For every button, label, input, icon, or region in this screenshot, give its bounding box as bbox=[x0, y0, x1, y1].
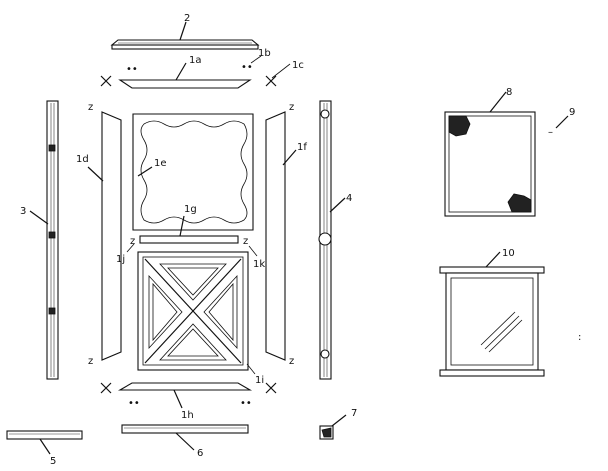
label-9: 9 bbox=[569, 107, 575, 118]
label-1j: 1j bbox=[116, 254, 125, 265]
svg-text:z: z bbox=[88, 356, 93, 367]
svg-text:z: z bbox=[130, 236, 135, 247]
label-3: 3 bbox=[20, 206, 26, 217]
svg-text::: : bbox=[578, 332, 581, 343]
part-9-marker: – bbox=[548, 115, 569, 138]
label-1f: 1f bbox=[297, 142, 307, 153]
label-7: 7 bbox=[351, 408, 357, 419]
label-1c: 1c bbox=[292, 60, 304, 71]
fastener-marks-top: •• •• bbox=[100, 55, 291, 87]
part-8-screen-insert bbox=[444, 91, 536, 217]
svg-text:–: – bbox=[548, 127, 553, 138]
part-1e-scalloped-frame bbox=[132, 113, 254, 231]
label-5: 5 bbox=[50, 456, 56, 467]
part-1f-right-stile: z z bbox=[265, 102, 297, 367]
part-5-left-sill bbox=[6, 430, 83, 455]
svg-text:z: z bbox=[289, 356, 294, 367]
label-8: 8 bbox=[506, 87, 512, 98]
label-1e: 1e bbox=[154, 158, 167, 169]
part-7-small-block bbox=[319, 414, 347, 440]
part-1g-middle-rail: z z bbox=[126, 215, 258, 257]
svg-text:z: z bbox=[88, 102, 93, 113]
part-2-top-cap bbox=[110, 21, 260, 50]
part-1a-top-rail bbox=[118, 62, 252, 89]
label-10: 10 bbox=[502, 248, 515, 259]
svg-text:z: z bbox=[289, 102, 294, 113]
label-1i: 1i bbox=[255, 375, 264, 386]
label-1g: 1g bbox=[184, 204, 197, 215]
label-2: 2 bbox=[184, 13, 190, 24]
label-1d: 1d bbox=[76, 154, 89, 165]
svg-text:••: •• bbox=[126, 64, 138, 75]
svg-text:••: •• bbox=[128, 398, 140, 409]
part-3-left-jamb bbox=[29, 100, 59, 380]
part-1d-left-stile: z z bbox=[87, 102, 122, 367]
label-4: 4 bbox=[346, 193, 352, 204]
label-1k: 1k bbox=[253, 259, 265, 270]
svg-text:z: z bbox=[243, 236, 248, 247]
lower-x-panel bbox=[137, 251, 249, 371]
label-1b: 1b bbox=[258, 48, 271, 59]
part-1h-bottom-rail: •• •• bbox=[100, 363, 277, 409]
svg-text:••: •• bbox=[241, 62, 253, 73]
label-6: 6 bbox=[197, 448, 203, 459]
label-1h: 1h bbox=[181, 410, 194, 421]
part-10-glass-insert: : bbox=[439, 251, 581, 377]
part-6-bottom-sweep bbox=[121, 424, 249, 451]
part-labels: 2 1a 1b 1c 1d 1e 1f 1g 1j 1k 1i 1h 3 4 5… bbox=[20, 13, 575, 467]
svg-text:••: •• bbox=[240, 398, 252, 409]
label-1a: 1a bbox=[189, 55, 202, 66]
part-4-right-jamb bbox=[318, 100, 346, 380]
